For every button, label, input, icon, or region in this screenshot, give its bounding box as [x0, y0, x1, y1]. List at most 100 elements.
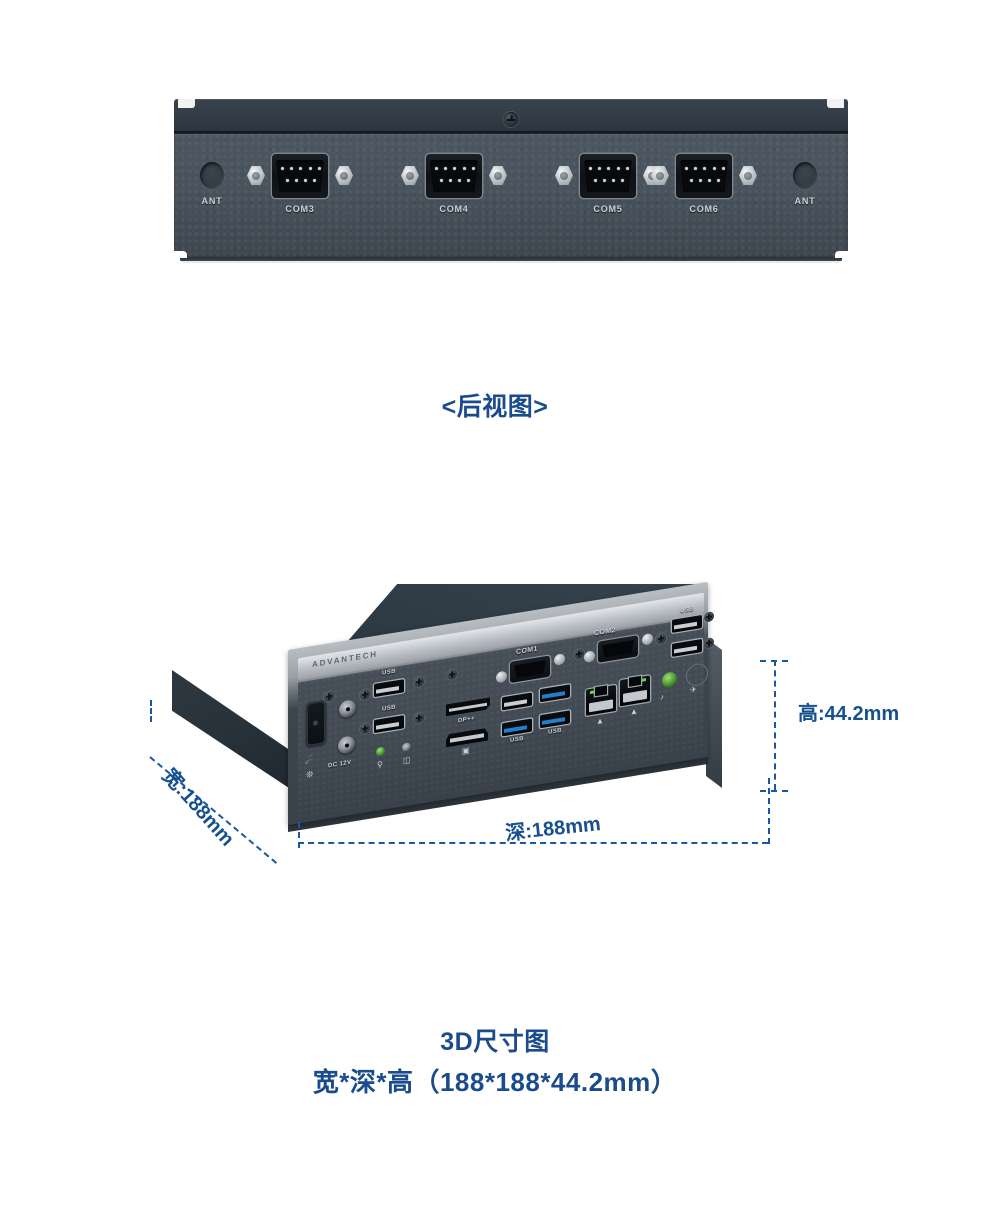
power-switch[interactable]: [306, 699, 326, 748]
jack-screw-icon: [335, 166, 353, 185]
top-screw-icon: [503, 112, 519, 127]
display-icon: ▣: [462, 745, 470, 756]
jack-screw-icon: [642, 632, 653, 646]
height-dimension-line: [774, 660, 776, 790]
com4-label: COM4: [439, 204, 469, 214]
usb-port-top[interactable]: [374, 679, 404, 698]
power-led-glyph: ⚲: [377, 759, 383, 770]
jack-screw-icon: [554, 653, 565, 666]
com6-label: COM6: [689, 204, 719, 214]
usb3-port-q2[interactable]: [540, 684, 570, 703]
usb-top-label: USB: [382, 668, 396, 677]
antenna-hole-icon: [793, 162, 817, 189]
network-icon: ▲: [630, 706, 638, 717]
db9-port-com2: [598, 635, 638, 663]
usb-mid-label: USB: [382, 704, 396, 713]
db9-port-com5: COM5: [555, 154, 661, 214]
panel-screw-icon: [574, 648, 584, 660]
panel-screw-icon: [656, 632, 666, 645]
power-led-icon: [376, 746, 385, 757]
depth-dimension-line: [298, 842, 768, 844]
jack-screw-icon: [739, 166, 757, 185]
hdd-led-icon: [402, 742, 411, 753]
panel-screw-icon: [360, 688, 370, 701]
ant-label-left: ANT: [201, 196, 223, 206]
com3-label: COM3: [285, 204, 315, 214]
db9-port-com1: [510, 655, 550, 684]
front-bezel: ADVANTECH ☄ ❊ DC 12V: [288, 581, 714, 825]
height-tick-top: [760, 660, 788, 662]
panel-screw-icon: [324, 690, 334, 703]
db9-port-com6: COM6: [651, 154, 757, 214]
panel-screw-icon: [447, 668, 457, 681]
db9-connector-icon: [676, 154, 732, 198]
db9-pins: [430, 160, 478, 192]
depth-tick-left: [298, 822, 300, 848]
com5-label: COM5: [593, 204, 623, 214]
db9-connector-icon: [272, 154, 328, 198]
ant-label-right: ANT: [794, 196, 816, 206]
db9-pins: [680, 160, 728, 192]
jack-screw-icon: [247, 166, 265, 185]
chassis-notch-left: [178, 99, 195, 108]
height-dimension-label: 高:44.2mm: [798, 703, 900, 725]
ground-icon: ☄: [305, 754, 314, 767]
lan-port-2[interactable]: [620, 675, 650, 707]
db9-connector-icon: [580, 154, 636, 198]
displayport-connector[interactable]: [446, 697, 490, 716]
rear-top-strip: [174, 99, 848, 131]
three-d-caption-dimensions: 宽*深*高（188*188*44.2mm）: [312, 1067, 678, 1097]
audio-jack-top: [339, 698, 356, 719]
db9-connector-icon: [426, 154, 482, 198]
usb-bottom-right-label: USB: [548, 727, 562, 736]
db9-port-com4: COM4: [401, 154, 507, 214]
dp-label: DP++: [458, 715, 475, 725]
dc-power-label: DC 12V: [328, 759, 352, 770]
db9-pins: [584, 160, 632, 192]
chassis-left-face: [172, 670, 292, 790]
jack-screw-icon: [651, 166, 669, 185]
jack-screw-icon: [401, 166, 419, 185]
jack-screw-icon: [489, 166, 507, 185]
db9-pins: [276, 160, 324, 192]
network-icon: ▲: [596, 715, 604, 727]
panel-screw-icon: [414, 711, 424, 724]
brand-logo: ADVANTECH: [312, 649, 378, 670]
antenna-hole-icon: [200, 162, 224, 189]
mic-in-jack[interactable]: [686, 661, 708, 688]
usb-port-q1[interactable]: [502, 692, 532, 711]
db9-port-com3: COM3: [247, 154, 353, 214]
chassis-front-face: ADVANTECH ☄ ❊ DC 12V: [288, 581, 714, 825]
jack-screw-icon: [584, 650, 595, 664]
line-out-icon: ♪: [660, 692, 664, 702]
fan-icon: ❊: [306, 768, 314, 781]
hdd-led-glyph: ◫: [403, 755, 411, 766]
dc-power-jack: [338, 735, 355, 755]
lan-port-1[interactable]: [586, 684, 616, 716]
rear-view-caption: <后视图>: [441, 393, 549, 421]
panel-seam: [174, 131, 848, 134]
chassis-notch-right: [827, 99, 844, 108]
three-d-caption-title: 3D尺寸图: [440, 1028, 550, 1056]
usb-port-mid[interactable]: [374, 715, 404, 734]
jack-screw-icon: [496, 670, 507, 684]
usb3-port-q4[interactable]: [540, 710, 570, 729]
three-d-dimension-figure: ADVANTECH ☄ ❊ DC 12V: [120, 560, 899, 900]
usb3-port-q3[interactable]: [502, 718, 532, 737]
hdmi-connector[interactable]: [446, 728, 488, 748]
width-tick-top: [150, 700, 152, 722]
chassis-right-edge: [706, 638, 722, 788]
panel-screw-icon: [360, 722, 370, 735]
rear-view-figure: ANT COM3 COM4 COM5: [174, 99, 848, 269]
mic-in-icon: ✈: [690, 684, 697, 695]
usb-bottom-left-label: USB: [510, 735, 524, 745]
panel-screw-icon: [414, 675, 424, 688]
jack-screw-icon: [555, 166, 573, 185]
height-tick-bottom: [760, 790, 788, 792]
rear-io-panel: ANT COM3 COM4 COM5: [174, 134, 848, 259]
line-out-jack[interactable]: [662, 670, 677, 689]
chassis-3d-model: ADVANTECH ☄ ❊ DC 12V: [120, 560, 880, 900]
panel-screw-icon: [704, 611, 714, 623]
com1-label: COM1: [516, 645, 538, 657]
usb-port-right-bottom[interactable]: [672, 638, 702, 657]
